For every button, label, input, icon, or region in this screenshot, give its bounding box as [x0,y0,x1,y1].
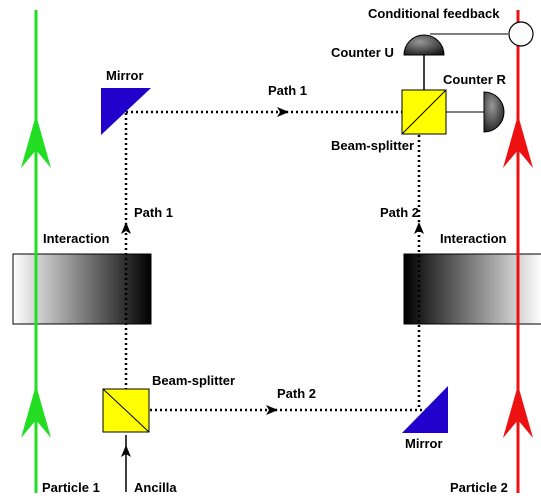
interaction-slab-left [12,253,152,325]
label-counter-u: Counter U [331,45,394,60]
path2-arrow-right [266,405,278,415]
counter-r-icon [483,91,505,133]
counter-u-icon [403,34,445,56]
label-path1-top: Path 1 [268,83,307,98]
particle2-arrow-up-bottom [503,385,533,438]
label-mirror-top: Mirror [106,68,144,83]
path1-arrow-up [121,222,131,234]
path1-arrow-right [277,107,289,117]
mirror-bottom [402,386,448,433]
label-path2-bottom: Path 2 [277,386,316,401]
label-path1-left: Path 1 [134,205,173,220]
particle1-arrow-up-top [21,115,51,168]
label-interaction-left: Interaction [43,231,110,246]
label-mirror-bottom: Mirror [405,436,443,451]
feedback-controller-icon [508,21,534,47]
optical-paths [124,108,438,412]
label-interaction-right: Interaction [440,231,507,246]
label-ancilla: Ancilla [134,480,177,495]
path2-arrow-up [414,222,424,234]
label-counter-r: Counter R [443,72,506,87]
label-conditional-feedback: Conditional feedback [368,6,500,21]
interaction-slab-right [403,253,541,325]
ancilla-arrow-up [121,445,131,457]
particle1-arrow-up-bottom [21,385,51,438]
beam-splitter-bottom [102,388,150,433]
label-beam-splitter-bottom: Beam-splitter [152,373,235,388]
beam-splitter-top [401,89,447,135]
label-path2-right: Path 2 [380,205,419,220]
label-particle2: Particle 2 [450,480,508,495]
label-particle1: Particle 1 [42,480,100,495]
label-beam-splitter-top: Beam-splitter [331,138,414,153]
particle2-arrow-up-top [503,115,533,168]
mirror-top [101,88,151,135]
